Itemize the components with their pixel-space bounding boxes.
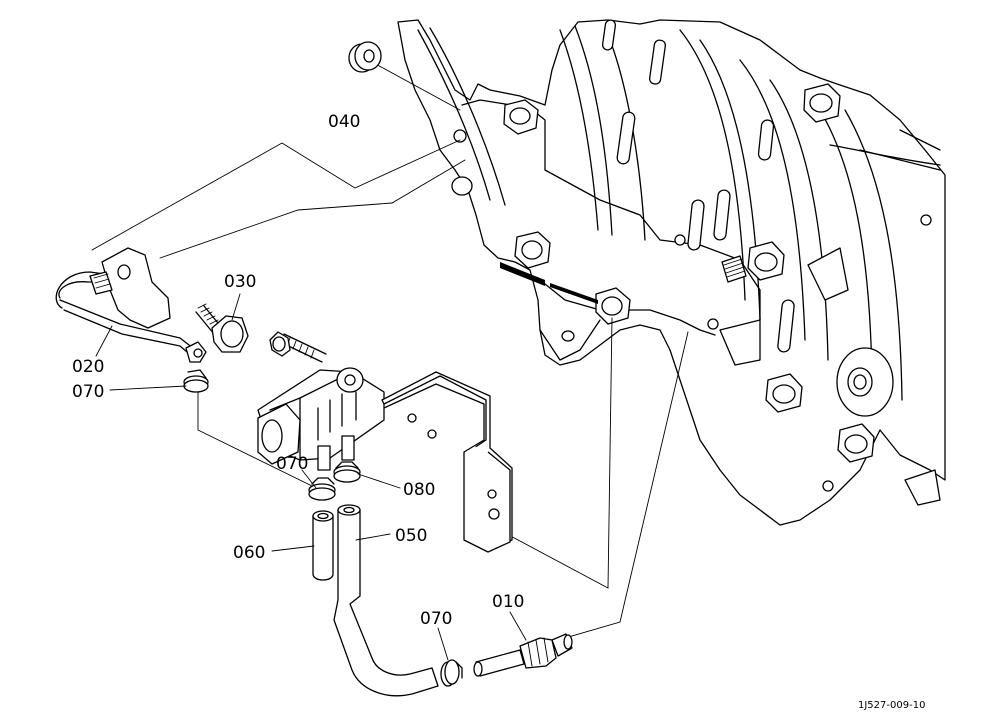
label-040: 040	[328, 112, 360, 132]
label-070-top: 070	[72, 382, 104, 402]
label-070-mid: 070	[276, 454, 308, 474]
label-leaders	[95, 293, 527, 661]
part-040-washer	[348, 41, 382, 73]
label-060: 060	[233, 543, 265, 563]
housing-bolts	[503, 83, 875, 463]
sensor-bracket	[381, 371, 513, 553]
part-050-hose	[333, 504, 439, 697]
label-050: 050	[395, 526, 427, 546]
part-080-clamp	[333, 461, 361, 483]
label-010: 010	[492, 592, 524, 612]
part-030-bolt	[195, 303, 249, 353]
part-070-clamp-mid	[308, 477, 336, 501]
part-070-clamp-top	[183, 369, 209, 393]
label-070-bottom: 070	[420, 609, 452, 629]
label-080: 080	[403, 480, 435, 500]
part-010-fitting	[473, 633, 573, 677]
part-070-clamp-bottom	[440, 659, 463, 687]
part-060-hose	[312, 510, 334, 581]
label-030: 030	[224, 272, 256, 292]
label-020: 020	[72, 357, 104, 377]
engine-housing	[397, 19, 946, 526]
part-labels: 040 030 020 070 070 080 050 060 070 010 …	[72, 112, 925, 711]
leader-lines	[91, 61, 689, 639]
drawing-reference: 1J527-009-10	[858, 700, 925, 711]
part-020-pipe	[55, 247, 207, 363]
pressure-sensor	[257, 331, 385, 471]
